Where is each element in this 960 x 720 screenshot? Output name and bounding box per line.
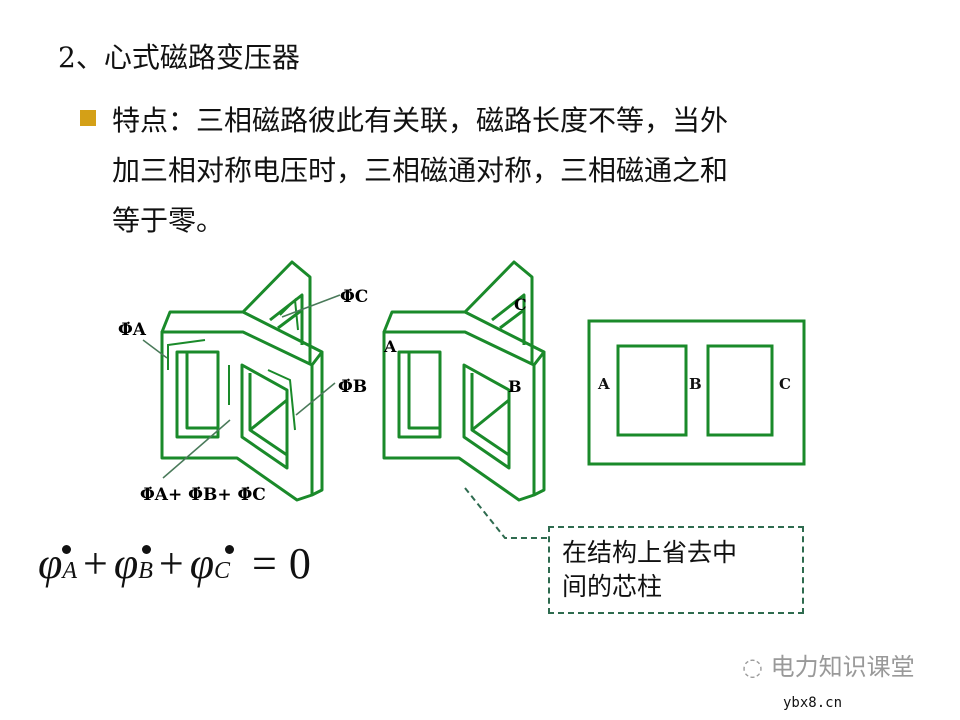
bullet-text: 特点：三相磁路彼此有关联，磁路长度不等，当外 加三相对称电压时，三相磁通对称，三…: [112, 96, 892, 246]
eq-sub-c: C: [214, 558, 231, 584]
watermark-brand: ◌ 电力知识课堂: [742, 652, 915, 682]
core-plan-view: A B C: [587, 319, 806, 466]
plan-label-c: C: [779, 375, 791, 393]
callout-leader-line: [464, 487, 548, 539]
label-b: B: [508, 377, 522, 396]
eq-sub-b: B: [138, 558, 153, 584]
core-3d-without-center-leg: A B C: [382, 260, 546, 502]
core-3d-with-flux: Φ̇A Φ̇C Φ̇B Φ̇A+ Φ̇B+ Φ̇C: [118, 260, 368, 505]
label-phi-b: Φ̇B: [338, 377, 367, 397]
plan-label-b: B: [689, 375, 702, 393]
wechat-icon: ◌: [742, 653, 763, 681]
bullet-line: 加三相对称电压时，三相磁通对称，三相磁通之和: [112, 154, 729, 187]
bullet-line: 特点：三相磁路彼此有关联，磁路长度不等，当外: [112, 104, 729, 137]
eq-sub-a: A: [62, 558, 78, 584]
eq-phi: φ: [113, 539, 139, 588]
label-phi-a: Φ̇A: [118, 320, 147, 340]
label-a: A: [383, 337, 397, 356]
bullet-line: 等于零。: [112, 204, 225, 237]
eq-phi: φ: [38, 539, 63, 588]
flux-sum-equation: φA+φB+φC=0: [38, 538, 317, 589]
note-line: 在结构上省去中: [562, 538, 738, 567]
callout-note: 在结构上省去中 间的芯柱: [548, 526, 804, 614]
slide-title: 2、心式磁路变压器: [58, 41, 300, 74]
dot-icon: [62, 545, 71, 554]
plan-label-a: A: [597, 375, 610, 393]
eq-phi: φ: [189, 539, 215, 588]
note-line: 间的芯柱: [562, 572, 663, 601]
eq-equals: =: [252, 539, 277, 588]
label-phi-sum: Φ̇A+ Φ̇B+ Φ̇C: [140, 485, 266, 505]
bullet-square-icon: [80, 110, 96, 126]
eq-zero: 0: [288, 539, 311, 588]
dot-icon: [225, 545, 234, 554]
dot-icon: [142, 545, 151, 554]
watermark-site: ybx8.cn: [783, 695, 843, 711]
label-phi-c: Φ̇C: [340, 287, 368, 307]
watermark-brand-text: 电力知识课堂: [770, 653, 915, 681]
eq-plus: +: [158, 539, 184, 588]
eq-plus: +: [83, 539, 108, 588]
label-c: C: [514, 295, 527, 314]
